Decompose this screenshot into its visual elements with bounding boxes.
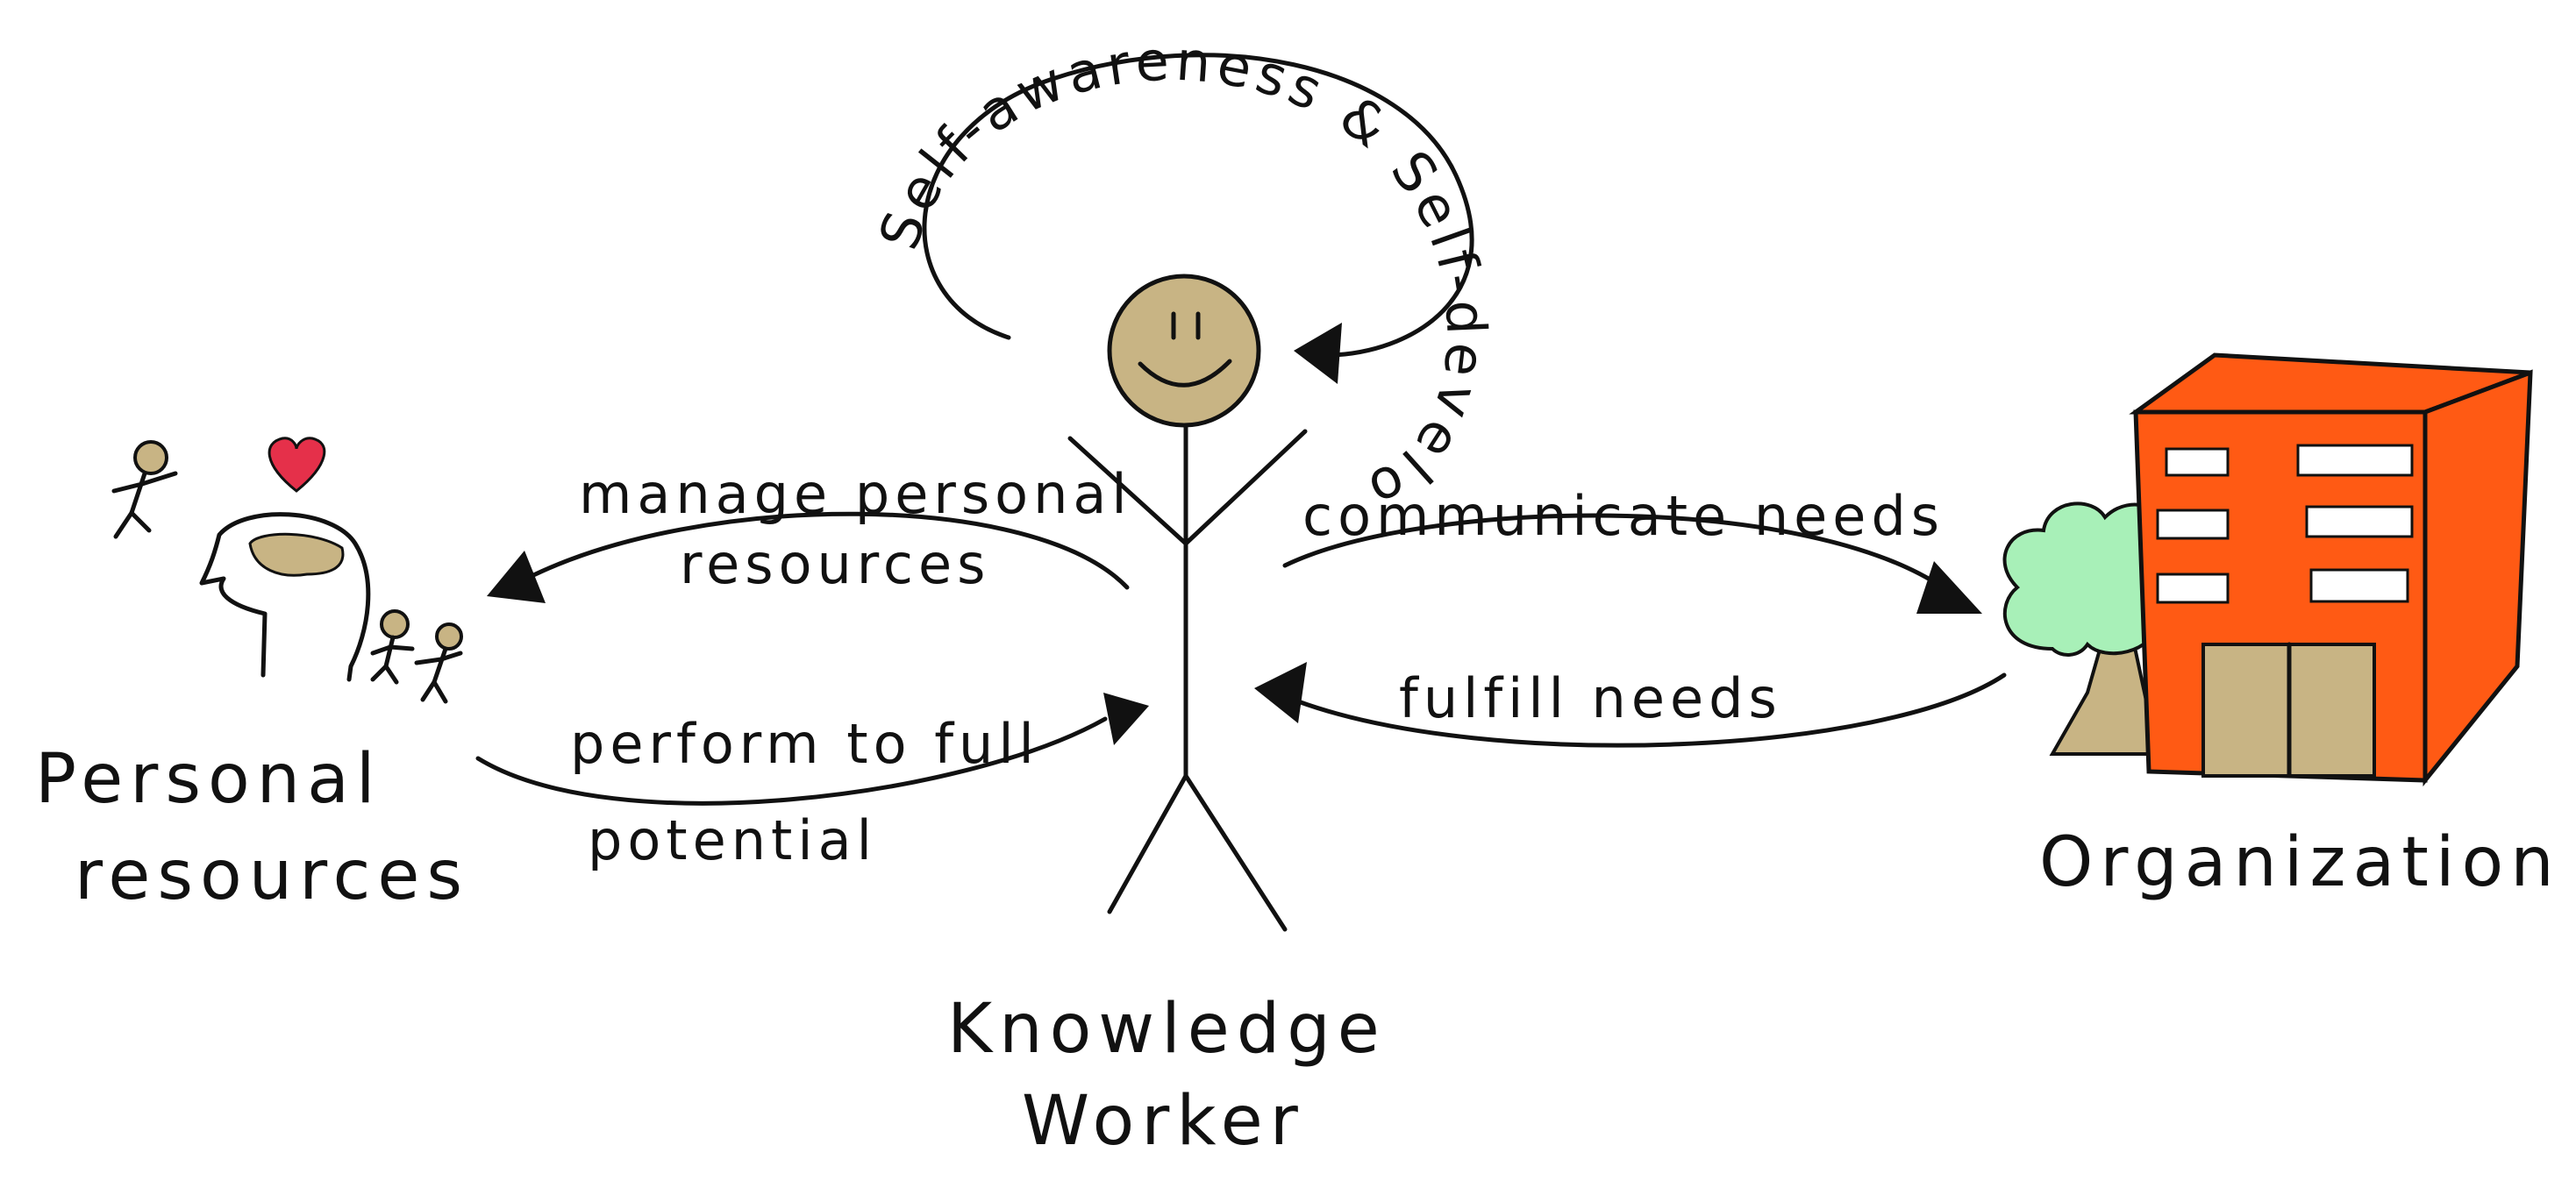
stick-figure-icon [1067, 274, 1308, 932]
personal-resources-label-line1: Personal [35, 740, 382, 819]
manage-label-line2: resources [680, 532, 990, 596]
self-awareness-label: Self-awareness & Self-development [0, 0, 1499, 524]
people-icon [370, 609, 463, 704]
fulfill-label: fulfill needs [1399, 666, 1782, 730]
organization-label: Organization [2039, 823, 2561, 902]
manage-resources-arrow [487, 511, 1130, 603]
brain-head-icon [199, 512, 371, 682]
perform-potential-arrow [475, 693, 1149, 806]
personal-resources-label-line2: resources [75, 836, 469, 915]
communicate-label: communicate needs [1302, 484, 1944, 548]
knowledge-worker-label-line2: Worker [1022, 1082, 1305, 1161]
running-figure-icon [111, 440, 178, 539]
self-development-loop-arrow [922, 53, 1474, 384]
personal-resources-illustration [111, 437, 463, 704]
manage-label-line1: manage personal [579, 462, 1132, 526]
fulfill-needs-arrow [1254, 662, 2007, 748]
heart-icon [268, 437, 326, 493]
perform-label-line1: perform to full [570, 712, 1039, 776]
communicate-needs-arrow [1282, 513, 1982, 614]
smiley-face-icon [1107, 274, 1261, 428]
perform-label-line2: potential [588, 808, 877, 872]
building-icon [2129, 352, 2533, 787]
knowledge-worker-label-line1: Knowledge [947, 990, 1387, 1069]
